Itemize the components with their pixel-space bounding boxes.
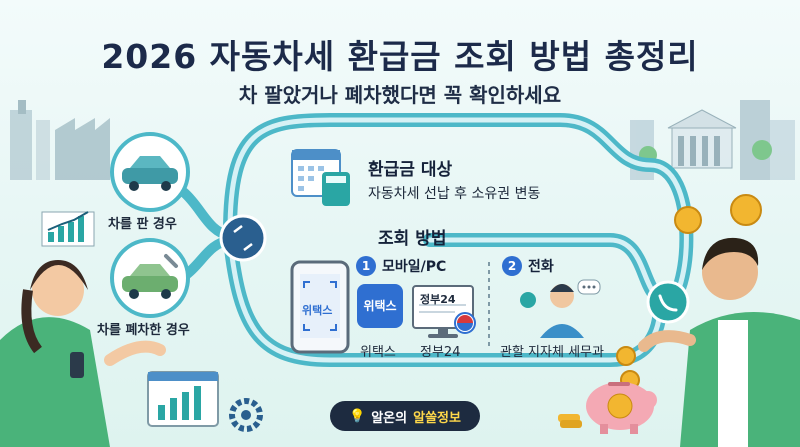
brand-badge: 💡 알온의 알쓸정보 xyxy=(330,401,480,431)
woman-illustration xyxy=(0,260,166,447)
step-number-2: 2 xyxy=(502,256,522,276)
monitor-gov24-icon xyxy=(412,285,476,338)
man-illustration xyxy=(638,237,800,447)
case-sold-label: 차를 판 경우 xyxy=(108,217,177,232)
page-subtitle: 차 팔았거나 폐차했다면 꼭 확인하세요 xyxy=(238,83,562,107)
online-method-label: 모바일/PC xyxy=(382,259,447,275)
phone-method-label: 전화 xyxy=(528,259,554,275)
brand-highlight: 알쓸정보 xyxy=(413,410,461,426)
page-title: 2026 자동차세 환급금 조회 방법 총정리 xyxy=(101,37,699,76)
growth-chart-icon xyxy=(41,211,95,247)
gear-icon xyxy=(229,398,263,432)
car-sold-icon xyxy=(110,132,190,212)
target-desc: 자동차세 선납 후 소유권 변동 xyxy=(368,186,541,202)
phone-caption: 관할 지자체 세무과 xyxy=(500,345,604,360)
lightbulb-icon: 💡 xyxy=(349,408,366,424)
coin-icon xyxy=(558,194,762,428)
phone-node-icon xyxy=(646,280,690,324)
target-heading: 환급금 대상 xyxy=(368,160,453,180)
piggy-bank-icon xyxy=(586,382,657,434)
case-scrapped-label: 차를 폐차한 경우 xyxy=(97,323,190,338)
city-skyline-right xyxy=(630,100,795,180)
calendar-calculator-icon xyxy=(291,149,350,206)
wetax-caption: 위택스 xyxy=(360,345,396,360)
phone-app-label: 위택스 xyxy=(302,304,333,317)
report-window-icon xyxy=(147,371,219,427)
online-method-chip: 1 모바일/PC xyxy=(356,256,446,276)
brand-prefix: 알온의 xyxy=(371,410,408,426)
phone-call-person-icon xyxy=(520,279,601,338)
gov24-caption: 정부24 xyxy=(420,345,461,360)
step-number-1: 1 xyxy=(356,256,376,276)
wetax-tile: 위택스 xyxy=(357,284,403,328)
factory-skyline-left xyxy=(10,100,110,180)
gov24-screen-label: 정부24 xyxy=(420,293,456,306)
phone-method-chip: 2 전화 xyxy=(502,256,554,276)
car-scrapped-icon xyxy=(110,238,190,318)
hub-node-icon xyxy=(219,214,267,262)
phone-wetax-icon xyxy=(290,260,350,354)
method-heading: 조회 방법 xyxy=(378,229,447,249)
